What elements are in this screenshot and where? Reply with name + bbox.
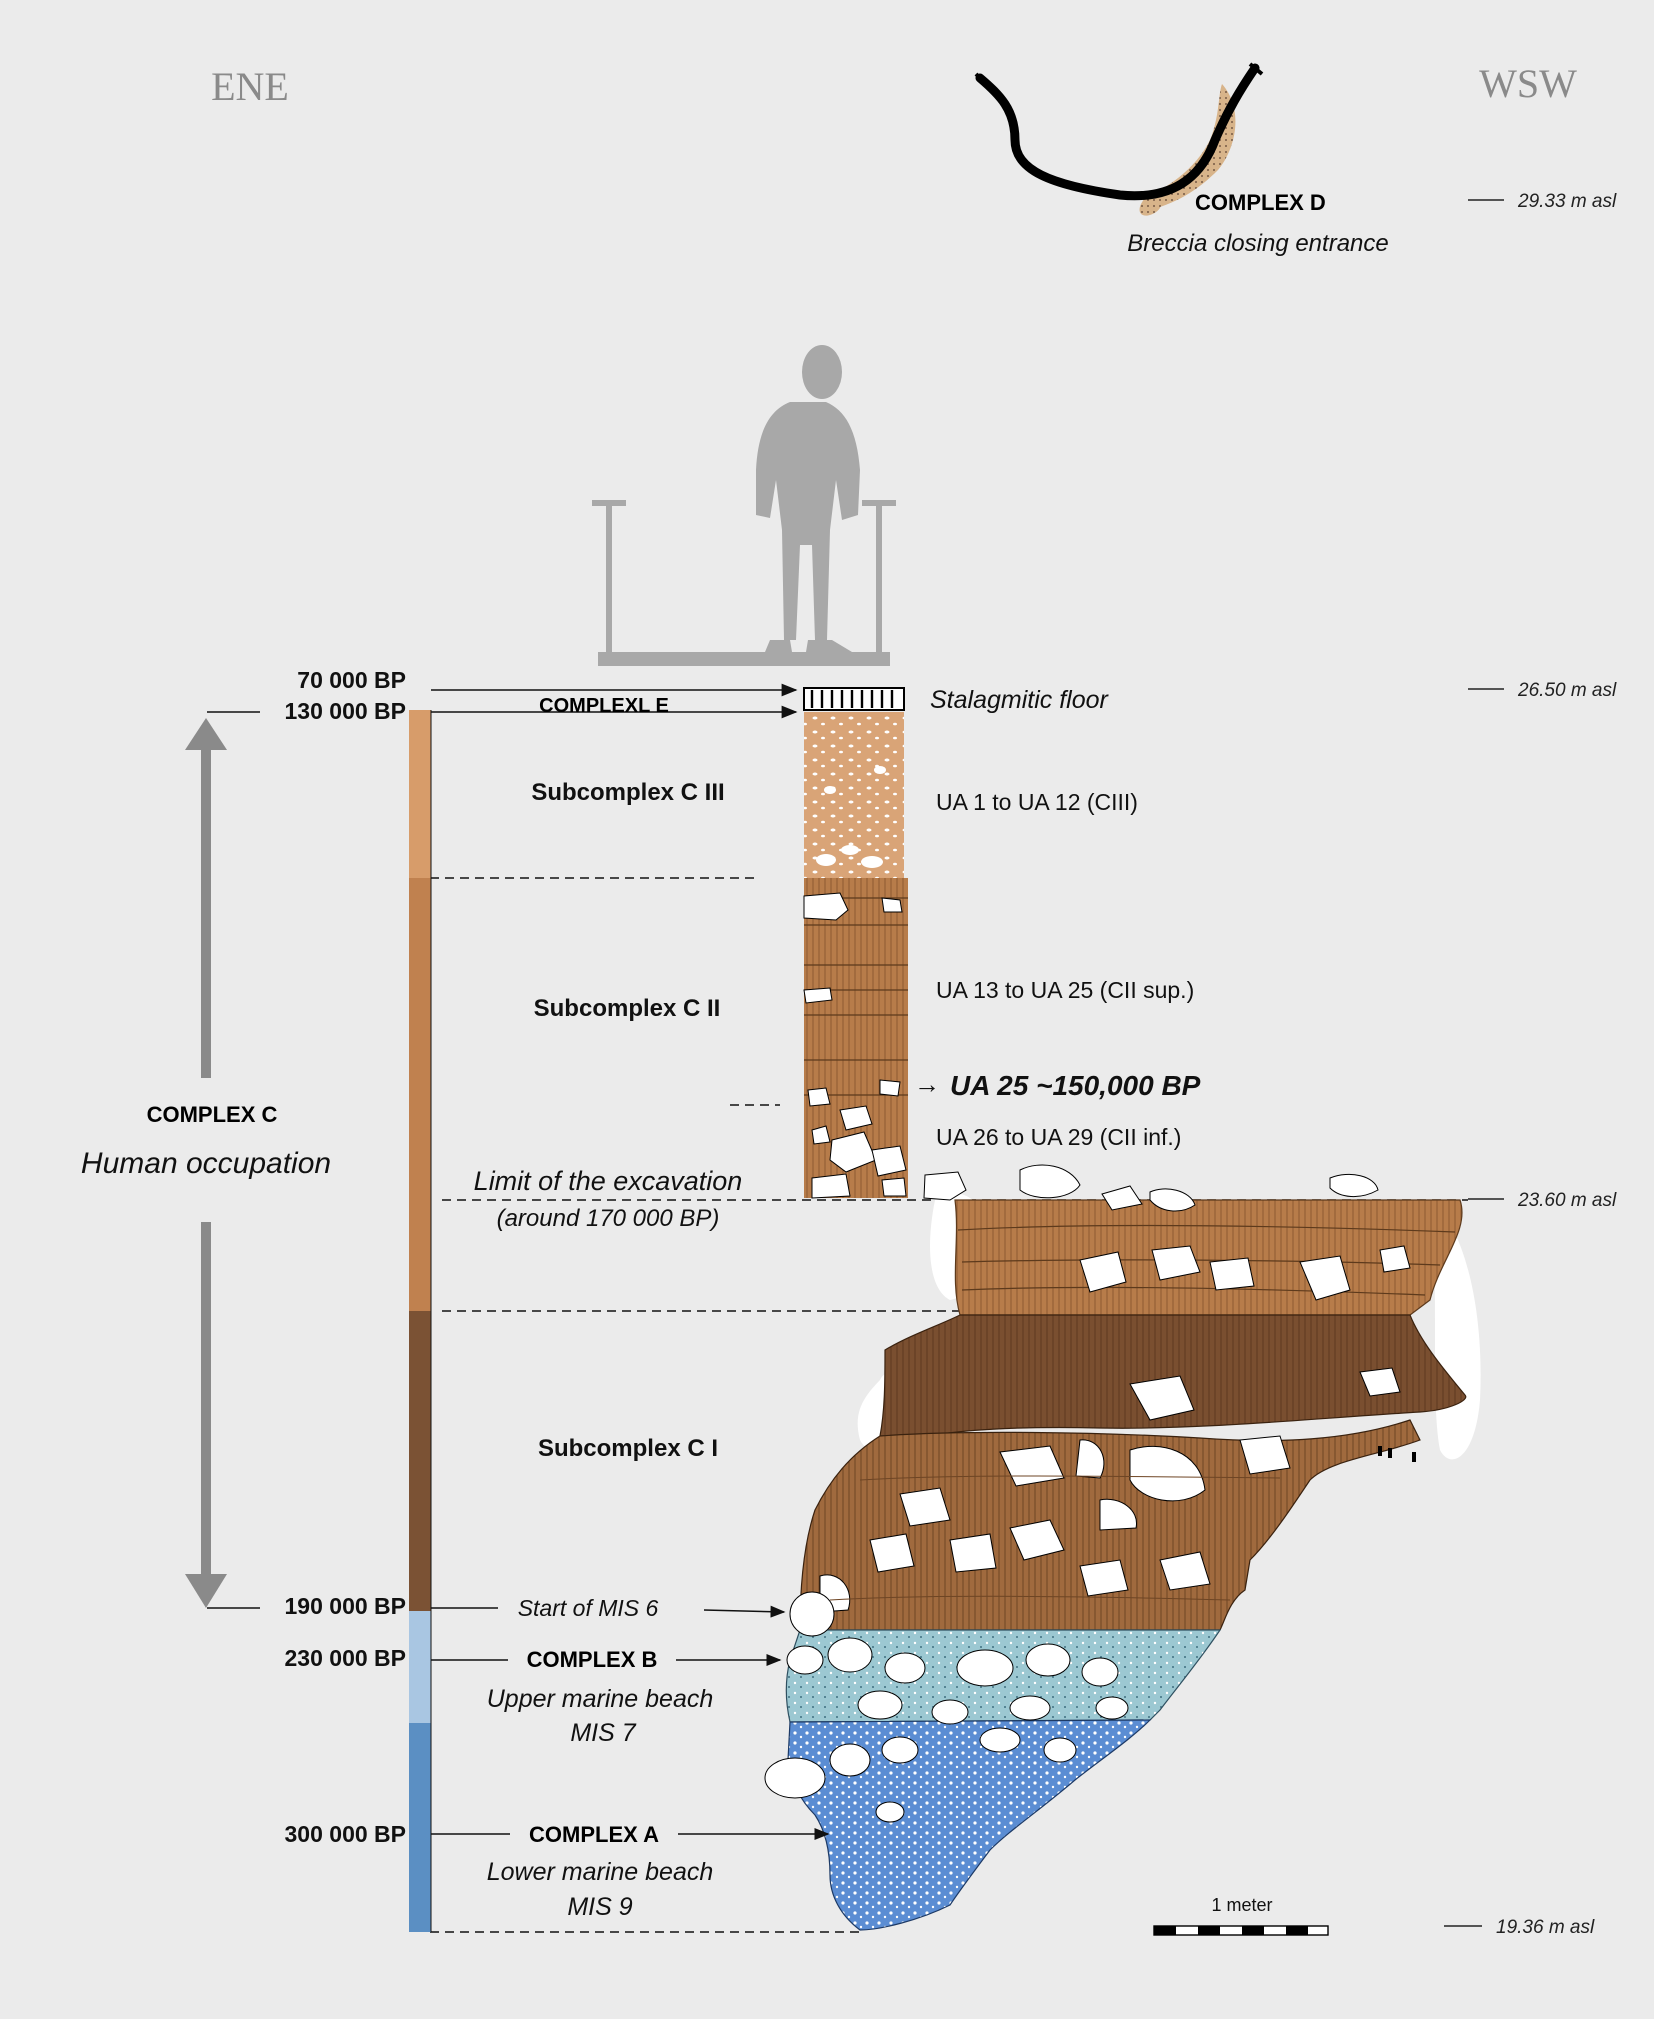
stalagmitic-floor-layer xyxy=(803,687,905,711)
ua-c2-inf-label: UA 26 to UA 29 (CII inf.) xyxy=(936,1124,1181,1150)
elevation-label: 29.33 m asl xyxy=(1517,191,1617,212)
age-column xyxy=(409,710,432,1932)
scale-bar-label: 1 meter xyxy=(1211,1895,1272,1915)
subcomplex-c1-label: Subcomplex C I xyxy=(538,1435,718,1462)
lower-section-drawing xyxy=(764,1164,1481,1931)
complex-a-subtitle-line1: Lower marine beach xyxy=(487,1858,714,1886)
complex-b-subtitle-line2: MIS 7 xyxy=(570,1719,636,1747)
date-label: 130 000 BP xyxy=(285,698,406,724)
section-c1-dark-layer xyxy=(879,1314,1467,1437)
subcomplex-c3-label: Subcomplex C III xyxy=(531,779,724,806)
complex-c-subtitle: Human occupation xyxy=(81,1147,331,1180)
complex-d-entrance-drawing xyxy=(974,62,1264,216)
date-label: 300 000 BP xyxy=(285,1821,406,1847)
ua-c2-sup-label: UA 13 to UA 25 (CII sup.) xyxy=(936,977,1194,1003)
complex-b-title: COMPLEX B xyxy=(527,1647,658,1672)
scale-bar xyxy=(1153,1925,1329,1936)
stalagmitic-floor-label: Stalagmitic floor xyxy=(930,686,1110,714)
orientation-left-label: ENE xyxy=(211,64,289,109)
elevation-label: 19.36 m asl xyxy=(1496,1917,1595,1938)
subcomplex-c2-label: Subcomplex C II xyxy=(534,995,721,1022)
human-silhouette xyxy=(756,345,860,652)
upper-section-drawing xyxy=(803,687,908,1199)
age-column-c2 xyxy=(409,878,431,1311)
complex-b-subtitle-line1: Upper marine beach xyxy=(487,1685,714,1713)
ua-25-label: UA 25 ~150,000 BP xyxy=(950,1070,1201,1101)
complex-c-range-arrow xyxy=(185,718,227,1608)
complex-e-title: COMPLEXL E xyxy=(539,695,669,717)
elevation-label: 26.50 m asl xyxy=(1517,680,1617,701)
elevation-label: 23.60 m asl xyxy=(1517,1190,1617,1211)
platform-railing xyxy=(592,500,896,666)
date-label: 230 000 BP xyxy=(285,1645,406,1671)
ua-25-arrow-icon: → xyxy=(914,1069,940,1099)
complex-d-title: COMPLEX D xyxy=(1195,190,1326,215)
ua-c3-label: UA 1 to UA 12 (CIII) xyxy=(936,789,1138,815)
age-column-c3 xyxy=(409,710,431,878)
complex-c-title: COMPLEX C xyxy=(147,1102,278,1127)
complex-e-arrows xyxy=(431,683,798,719)
elevation-marks: 29.33 m asl 26.50 m asl 23.60 m asl 19.3… xyxy=(1444,191,1617,1938)
age-column-a xyxy=(409,1723,431,1932)
date-label: 70 000 BP xyxy=(297,667,406,693)
date-label: 190 000 BP xyxy=(285,1593,406,1619)
limit-excavation-date-label: (around 170 000 BP) xyxy=(497,1205,720,1232)
start-mis6-label: Start of MIS 6 xyxy=(518,1595,659,1621)
complex-a-title: COMPLEX A xyxy=(529,1822,659,1847)
section-a-layer xyxy=(787,1719,1152,1931)
age-column-c1 xyxy=(409,1311,431,1611)
complex-d-subtitle: Breccia closing entrance xyxy=(1127,230,1388,257)
date-labels: 70 000 BP 130 000 BP 190 000 BP 230 000 … xyxy=(285,667,406,1847)
complex-a-subtitle-line2: MIS 9 xyxy=(567,1893,632,1921)
subcomplex-labels: Subcomplex C III Subcomplex C II Subcomp… xyxy=(531,779,724,1462)
orientation-right-label: WSW xyxy=(1479,61,1577,106)
age-column-b xyxy=(409,1611,431,1723)
limit-excavation-label: Limit of the excavation xyxy=(474,1166,743,1196)
